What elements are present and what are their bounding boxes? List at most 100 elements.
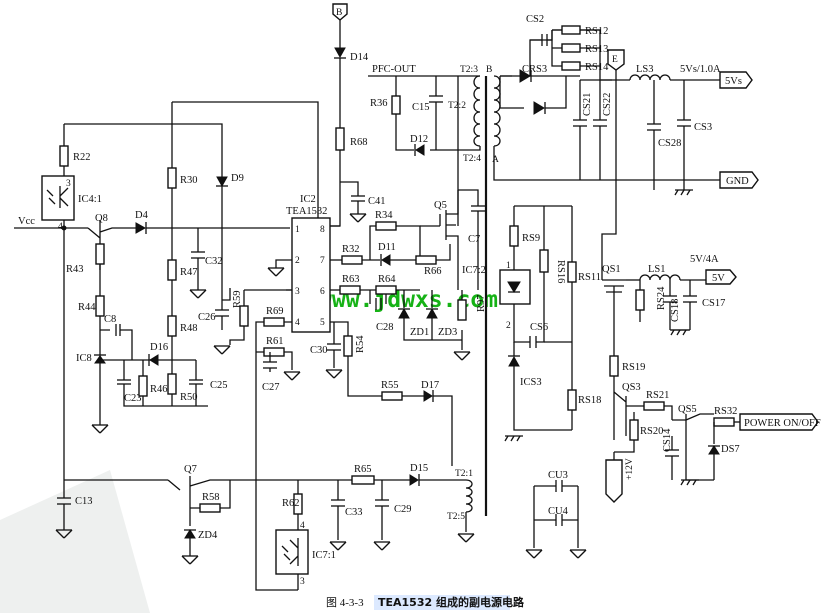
d17-label: D17: [421, 380, 439, 391]
ic2-pin-3: 3: [295, 287, 300, 297]
r58-label: R58: [202, 492, 220, 503]
cs6-label: CS6: [530, 322, 548, 333]
r54-resistor: [343, 335, 353, 357]
crs3-label: CRS3: [522, 64, 547, 75]
rs16-label: RS16: [555, 260, 566, 283]
pfc-out-label: PFC-OUT: [372, 64, 416, 75]
ic7-2-label: IC7:2: [462, 265, 486, 276]
r97-resistor: [457, 299, 467, 321]
watermark-corner-stamp: [0, 470, 150, 613]
rs18-resistor: [567, 389, 577, 411]
port-5vs-connector: [719, 71, 753, 89]
r36-label: R36: [370, 98, 388, 109]
d12-label: D12: [410, 134, 428, 145]
c27-label: C27: [262, 382, 280, 393]
ic4-label: IC4:1: [78, 194, 102, 205]
r47-resistor: [167, 259, 177, 281]
port-e-label: E: [612, 55, 618, 65]
ic2-pin-1: 1: [295, 225, 300, 235]
ic4-pin-3: 3: [66, 179, 71, 189]
rs12-label: RS12: [585, 26, 608, 37]
t2-primary-coil: [458, 75, 481, 151]
d16-diode: [149, 354, 159, 366]
r69-resistor: [263, 317, 285, 327]
d11-label: D11: [378, 242, 396, 253]
rs11-label: RS11: [578, 272, 601, 283]
r55-label: R55: [381, 380, 399, 391]
vcc-label: Vcc: [18, 216, 35, 227]
r62-resistor: [293, 493, 303, 515]
r66-label: R66: [424, 266, 442, 277]
qs1-mosfet: [602, 279, 626, 300]
qs3-label: QS3: [622, 382, 641, 393]
r66-resistor: [415, 255, 437, 265]
t2-b-label: B: [486, 65, 492, 75]
ic4-optocoupler: [41, 175, 75, 221]
zd1-label: ZD1: [410, 327, 429, 338]
c15-label: C15: [412, 102, 430, 113]
cu4-label: CU4: [548, 506, 569, 517]
ic8-label: IC8: [76, 353, 92, 364]
r22-label: R22: [73, 152, 91, 163]
t2-a-label: A: [492, 155, 499, 165]
rs9-label: RS9: [522, 233, 540, 244]
c26-label: C26: [198, 312, 216, 323]
d9-label: D9: [231, 173, 244, 184]
ic7-1-pin-3: 3: [300, 577, 305, 587]
cs22-label: CS22: [602, 93, 613, 116]
r47-label: R47: [180, 267, 198, 278]
ds7-zener: [708, 445, 720, 455]
rs9-resistor: [509, 225, 519, 247]
r30-label: R30: [180, 175, 198, 186]
rs14-resistor: [561, 61, 581, 71]
ic2-tea1532: [291, 217, 331, 333]
ic7-1-pin-4: 4: [300, 521, 305, 531]
ds7-label: DS7: [721, 444, 740, 455]
t2-secondary-coil: [493, 75, 501, 178]
port-e-connector: [607, 49, 625, 71]
q5-label: Q5: [434, 200, 447, 211]
c28-label: C28: [376, 322, 394, 333]
rs19-resistor: [609, 355, 619, 377]
rs13-resistor: [561, 43, 581, 53]
rs20-resistor: [629, 419, 639, 441]
ls3-inductor: [629, 74, 671, 81]
r63-label: R63: [342, 274, 360, 285]
zd3-zener: [426, 307, 438, 319]
ic2-part: TEA1532: [286, 206, 327, 217]
ic2-pin-8: 8: [320, 225, 325, 235]
cs2-label: CS2: [526, 14, 544, 25]
r65-resistor: [351, 475, 375, 485]
d16-label: D16: [150, 342, 168, 353]
r64-label: R64: [378, 274, 396, 285]
d15-label: D15: [410, 463, 428, 474]
port-gnd-connector: [719, 171, 759, 189]
c23-label: C23: [124, 393, 142, 404]
r48-resistor: [167, 315, 177, 337]
c33-label: C33: [345, 507, 363, 518]
c32-label: C32: [205, 256, 223, 267]
r58-resistor: [199, 503, 221, 513]
qs3-transistor: [613, 391, 644, 430]
d9-diode: [216, 176, 228, 188]
rs16-resistor: [539, 249, 549, 273]
r36-resistor: [391, 95, 401, 115]
r68-resistor: [335, 127, 345, 151]
zd4-zener: [184, 529, 196, 539]
port-12v-label: +12V: [625, 458, 635, 480]
d14-diode: [334, 47, 346, 59]
zd3-label: ZD3: [438, 327, 457, 338]
t2-aux-coil: [465, 479, 473, 532]
r44-resistor: [95, 295, 105, 317]
t2-1-label: T2:1: [455, 469, 473, 479]
c25-label: C25: [210, 380, 228, 391]
q7-label: Q7: [184, 464, 197, 475]
qs5-label: QS5: [678, 404, 697, 415]
c13-label: C13: [75, 496, 93, 507]
r50-resistor: [167, 373, 177, 395]
crs3-diode-a: [519, 69, 531, 83]
caption-figure: 图 4-3-3: [326, 596, 364, 609]
port-12v-connector: [605, 459, 623, 503]
crs3-diode-b: [533, 101, 545, 115]
